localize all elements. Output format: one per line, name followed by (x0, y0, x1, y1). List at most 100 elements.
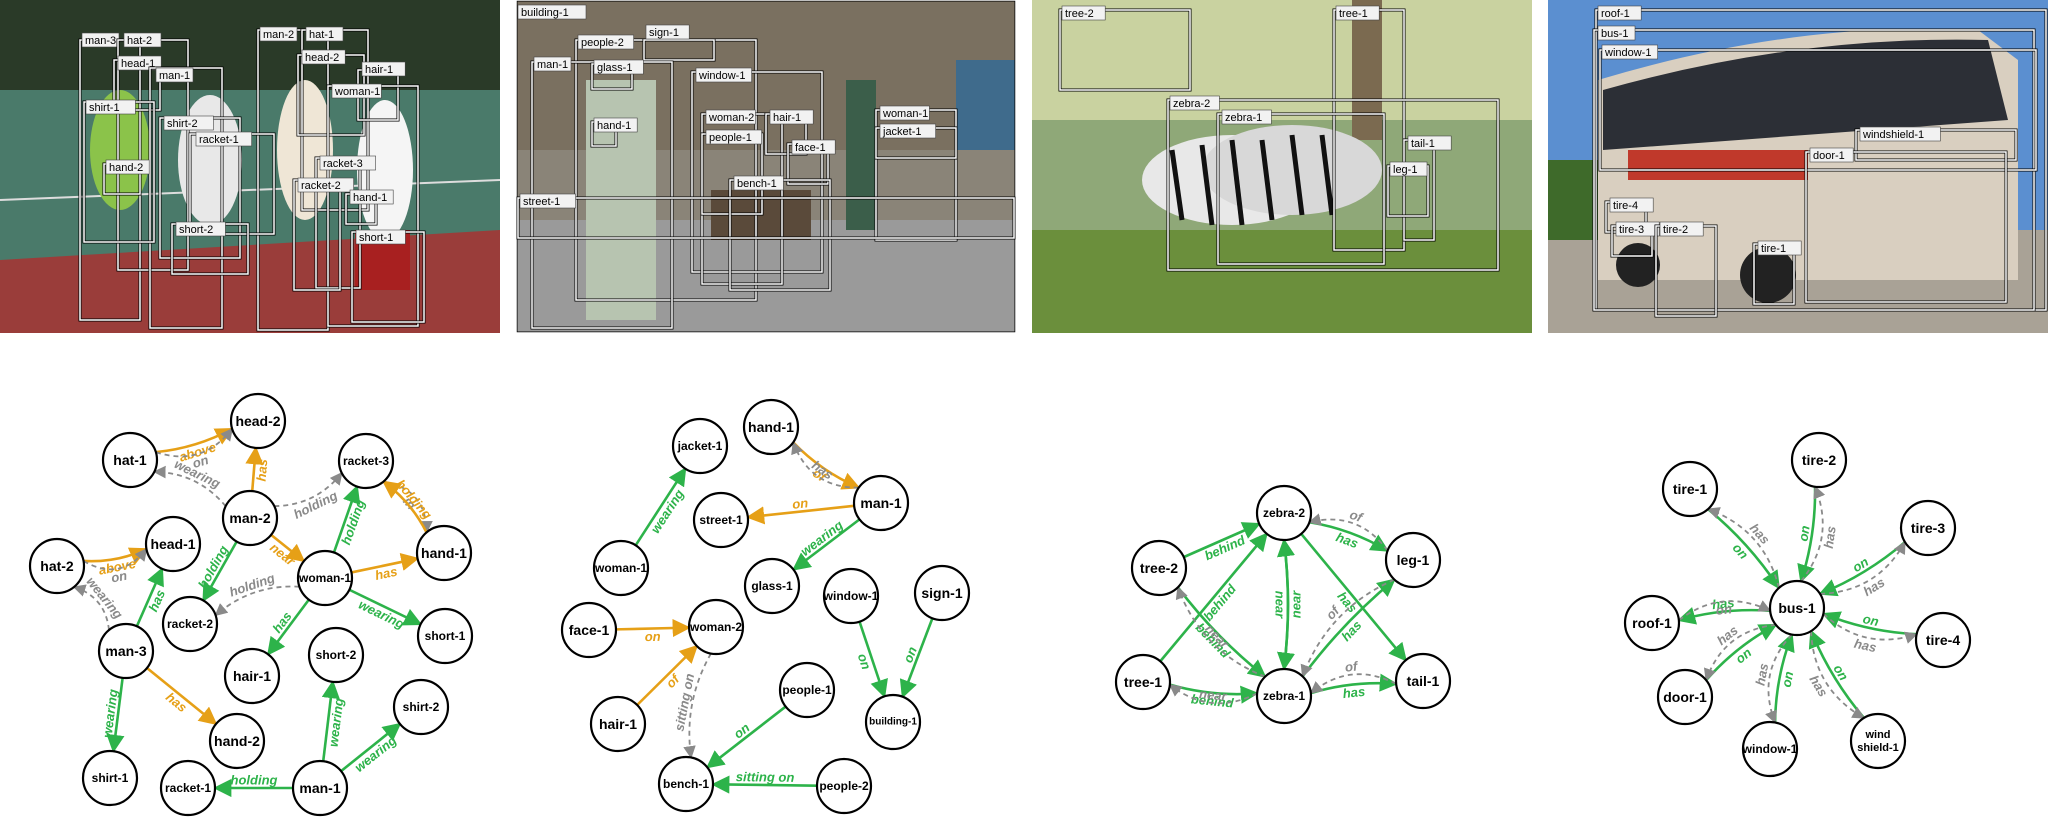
edge-label-has: has (1747, 520, 1773, 547)
node-circle (392, 678, 450, 736)
bbox-label-head-1: head-1 (121, 58, 155, 70)
node-shirt-1: shirt-1 (81, 749, 139, 807)
edge-woman-1-wearing-jacket-1 (634, 467, 687, 547)
node-circle (1255, 667, 1313, 725)
node-street-1: street-1 (692, 491, 750, 549)
bbox-hair-1: hair-1 (764, 109, 814, 156)
bbox-label-tire-3: tire-3 (1619, 224, 1644, 236)
bbox-label-tail-1: tail-1 (1411, 138, 1435, 150)
node-circle (1741, 720, 1799, 778)
node-label: man-1 (299, 780, 340, 796)
bbox-man-3: man-3 (78, 32, 142, 322)
bbox-tire-3: tire-3 (1610, 221, 1660, 258)
edge-racket-3-in-hand-1 (383, 480, 433, 534)
edge-hat-1-on-head-2 (155, 427, 233, 458)
bbox-label-head-2: head-2 (305, 52, 339, 64)
node-glass-1: glass-1 (743, 557, 801, 615)
edge-label-wearing: wearing (352, 732, 400, 774)
bbox-label-shirt-1: shirt-1 (89, 102, 120, 114)
node-hand-1: hand-1 (742, 398, 800, 456)
edge-label-has: has (254, 458, 271, 482)
node-label: tire-1 (1673, 481, 1707, 497)
node-racket-2: racket-2 (161, 595, 219, 653)
edge-label-on: on (1715, 601, 1732, 618)
node-label: racket-3 (343, 454, 389, 468)
edge-label-wearing: wearing (798, 517, 846, 559)
edge-label-on: on (1830, 662, 1851, 683)
bbox-label-window-1: window-1 (698, 70, 745, 82)
node-racket-1: racket-1 (159, 759, 217, 817)
bbox-label-hat-1: hat-1 (309, 29, 334, 41)
edge-bus-1-has-tire-1 (1706, 507, 1780, 589)
node-circle (822, 567, 880, 625)
edge-label-has: has (1853, 636, 1878, 655)
node-circle (1768, 579, 1826, 637)
bbox-label-tree-1: tree-1 (1339, 8, 1368, 20)
node-label: hat-2 (40, 558, 74, 574)
bbox-label-windshield-1: windshield-1 (1862, 129, 1924, 141)
node-tire-3: tire-3 (1899, 499, 1957, 557)
bbox-tire-4: tire-4 (1604, 197, 1654, 234)
node-circle (28, 537, 86, 595)
edge-label-has: has (1338, 617, 1364, 644)
edge-label-near: near (1273, 591, 1288, 619)
node-roof-1: roof-1 (1623, 594, 1681, 652)
node-circle (223, 647, 281, 705)
node-hair-1: hair-1 (223, 647, 281, 705)
node-circle (1394, 652, 1452, 710)
bbox-short-1: short-1 (350, 229, 426, 324)
node-label: building-1 (869, 717, 917, 728)
edge-label-on: on (1850, 554, 1871, 575)
node-hair-1: hair-1 (589, 695, 647, 753)
node-jacket-1: jacket-1 (671, 417, 729, 475)
edge-bus-1-has-tire-2 (1800, 485, 1826, 582)
edge-label-on: on (731, 720, 753, 742)
node-woman-1: woman-1 (592, 539, 650, 597)
node-circle (913, 564, 971, 622)
edge-man-3-has-head-1 (135, 567, 164, 627)
bbox-label-racket-1: racket-1 (199, 134, 239, 146)
bbox-label-hair-1: hair-1 (773, 112, 801, 124)
node-label: shirt-1 (92, 771, 129, 785)
bbox-label-woman-1: woman-1 (882, 108, 928, 120)
edge-label-holding: holding (231, 773, 278, 788)
edge-window-1-on-building-1 (858, 621, 888, 699)
bbox-building-1: building-1 (516, 0, 1016, 333)
bbox-window-1: window-1 (690, 67, 824, 274)
edge-label-behind: behind (1202, 532, 1248, 563)
node-man-1: man-1 (291, 759, 349, 817)
node-building-1: building-1 (864, 693, 922, 751)
bbox-hand-1: hand-1 (590, 117, 638, 148)
node-tire-4: tire-4 (1914, 611, 1972, 669)
node-circle (229, 392, 287, 450)
node-label: hair-1 (599, 716, 637, 732)
edge-man-3-wearing-hat-2 (72, 584, 110, 631)
edge-zebra-1-near-tree-2 (1175, 586, 1266, 678)
bbox-street-1: street-1 (516, 193, 1016, 240)
node-people-1: people-1 (778, 661, 836, 719)
edge-label-on: on (110, 568, 128, 586)
bbox-hand-2: hand-2 (102, 159, 150, 196)
edge-label-on: on (1779, 670, 1797, 688)
node-label: glass-1 (751, 579, 793, 593)
edge-label-above: above (97, 556, 137, 578)
node-label: woman-2 (689, 620, 742, 634)
edge-label-on: on (191, 452, 211, 471)
node-label: hand-2 (214, 733, 260, 749)
edge-bus-1-has-tire-3 (1820, 540, 1906, 595)
edge-man-2-has-head-2 (245, 446, 264, 492)
node-circle (1384, 531, 1442, 589)
node-hand-1: hand-1 (415, 524, 473, 582)
node-zebra-1: zebra-1 (1255, 667, 1313, 725)
node-label: window-1 (1742, 742, 1798, 756)
node-label: bus-1 (1778, 600, 1816, 616)
bbox-label-man-1: man-1 (159, 70, 190, 82)
node-label: hand-1 (748, 419, 794, 435)
edge-label-has: has (1342, 684, 1366, 701)
edge-label-on: on (1861, 611, 1880, 629)
node-circle (815, 757, 873, 815)
bbox-label-racket-3: racket-3 (323, 158, 363, 170)
node-circle (692, 491, 750, 549)
node-circle (1849, 712, 1907, 770)
node-label: people-2 (819, 779, 869, 793)
